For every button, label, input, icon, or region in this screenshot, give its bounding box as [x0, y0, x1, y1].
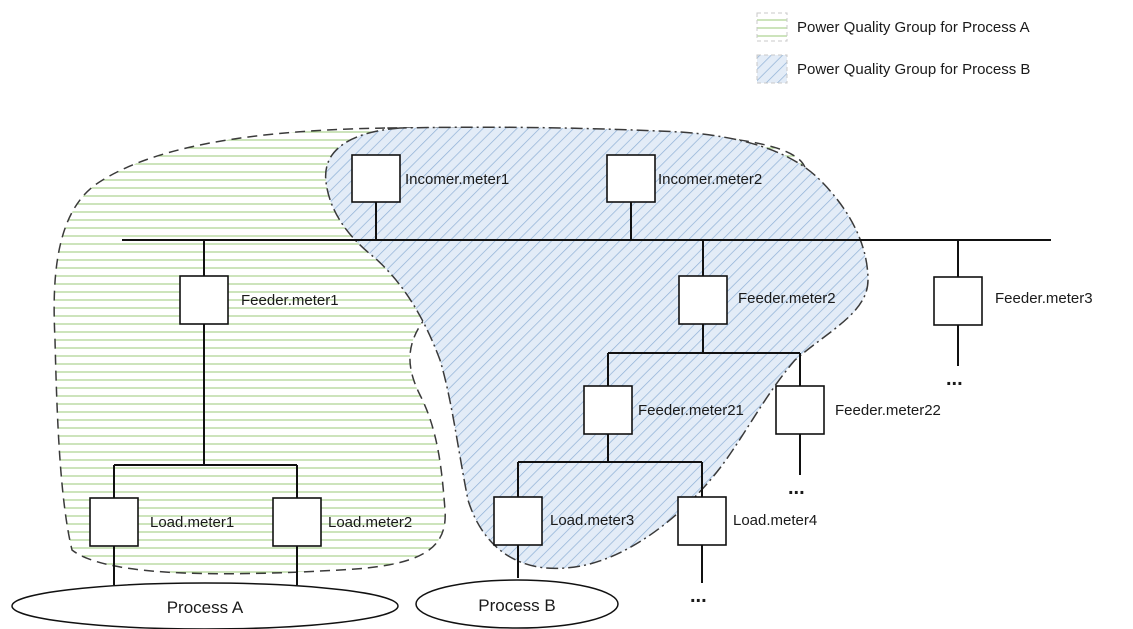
feeder-meter22-box	[775, 385, 825, 435]
load4-continuation: ...	[690, 585, 707, 607]
feeder-meter21-box	[583, 385, 633, 435]
load-meter1-label: Load.meter1	[150, 514, 234, 531]
process-a: Process A	[11, 582, 399, 629]
load-meter4-label: Load.meter4	[733, 512, 817, 529]
incomer-meter2-label: Incomer.meter2	[658, 171, 762, 188]
feeder-meter1-box	[179, 275, 229, 325]
load-meter3-box	[493, 496, 543, 546]
feeder-meter21-label: Feeder.meter21	[638, 402, 744, 419]
load-meter4-box	[677, 496, 727, 546]
feeder3-continuation: ...	[946, 368, 963, 390]
process-a-ellipse	[11, 582, 399, 629]
incomer-meter2-box	[606, 154, 656, 203]
feeder-meter22-label: Feeder.meter22	[835, 402, 941, 419]
process-b: Process B	[415, 579, 619, 629]
load-meter1-box	[89, 497, 139, 547]
feeder-meter2-label: Feeder.meter2	[738, 290, 836, 307]
incomer-meter1-box	[351, 154, 401, 203]
feeder-meter1-label: Feeder.meter1	[241, 292, 339, 309]
process-b-ellipse	[415, 579, 619, 629]
network-lines	[113, 202, 1051, 585]
load-meter2-box	[272, 497, 322, 547]
legend-swatch-group-b	[756, 54, 788, 84]
feeder-meter3-box	[933, 276, 983, 326]
legend-label-group-b: Power Quality Group for Process B	[797, 61, 1030, 78]
feeder-meter2-box	[678, 275, 728, 325]
legend-label-group-a: Power Quality Group for Process A	[797, 19, 1030, 36]
load-meter2-label: Load.meter2	[328, 514, 412, 531]
meters: Incomer.meter1 Incomer.meter2 Feeder.met…	[89, 154, 1093, 547]
legend-swatch-group-a	[756, 12, 788, 42]
process-a-label: Process A	[167, 598, 244, 617]
load-meter3-label: Load.meter3	[550, 512, 634, 529]
process-b-label: Process B	[478, 596, 555, 615]
feeder22-continuation: ...	[788, 477, 805, 499]
feeder-meter3-label: Feeder.meter3	[995, 290, 1093, 307]
incomer-meter1-label: Incomer.meter1	[405, 171, 509, 188]
legend: Power Quality Group for Process A Power …	[756, 12, 1030, 84]
